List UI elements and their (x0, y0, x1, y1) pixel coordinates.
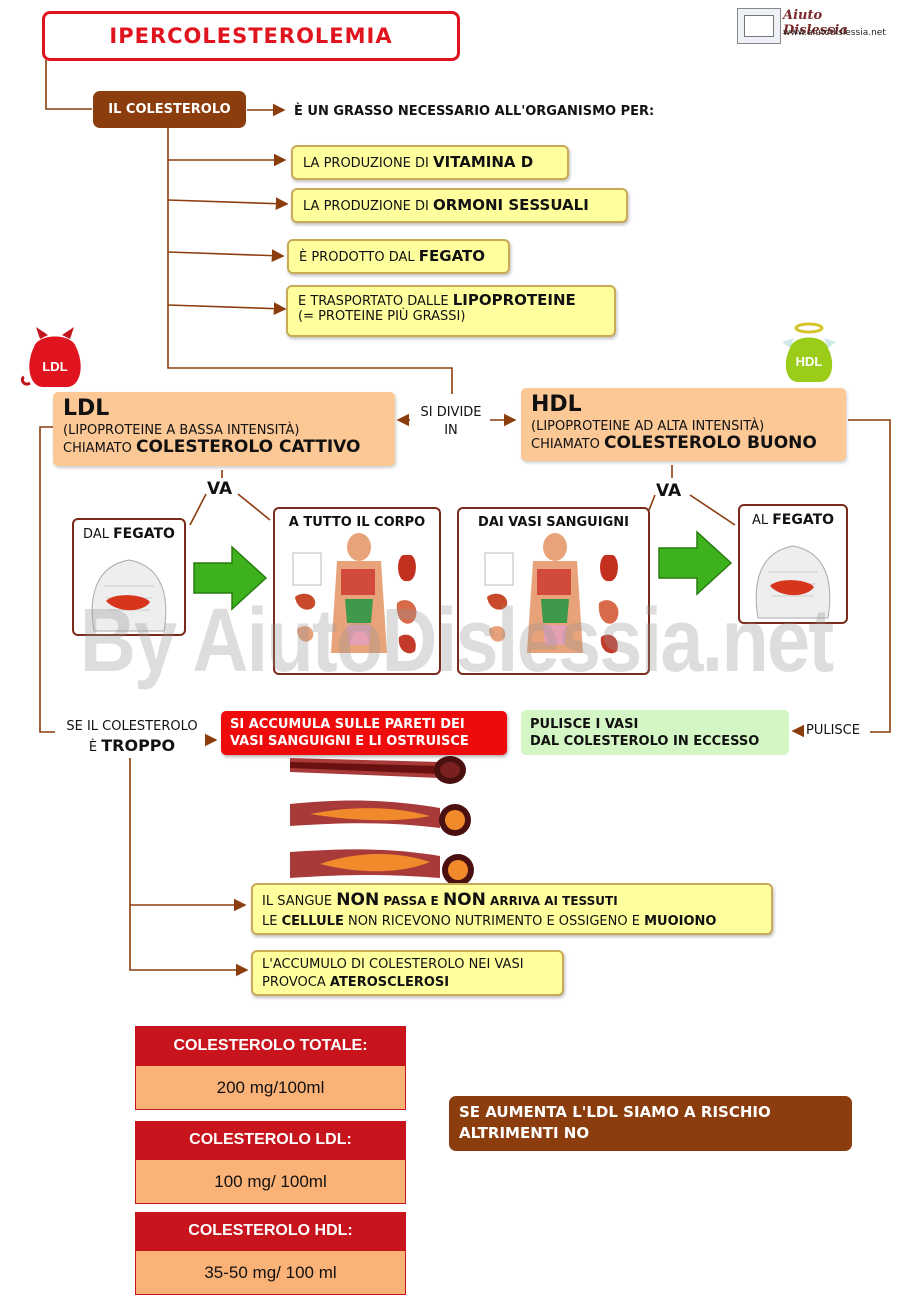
ldl-called-bold: COLESTEROLO CATTIVO (136, 437, 361, 457)
hdl-called-bold: COLESTEROLO BUONO (604, 433, 817, 453)
fact-vitamina-d: LA PRODUZIONE DI VITAMINA D (291, 145, 569, 180)
ldl-green-arrow-icon (193, 545, 268, 611)
fact-fegato: È PRODOTTO DAL FEGATO (287, 239, 510, 274)
stat-totale-label: COLESTEROLO TOTALE: (135, 1026, 406, 1065)
hdl-subtitle: (LIPOPROTEINE AD ALTA INTENSITÀ) (531, 419, 765, 434)
ldl-from-liver-box: DAL FEGATO (72, 518, 186, 636)
fact-text: E TRASPORTATO DALLE (298, 294, 453, 309)
sangue-bold: NON (442, 890, 486, 910)
pulisce-box: PULISCE I VASI DAL COLESTEROLO IN ECCESS… (521, 710, 789, 755)
divide-line2: IN (444, 423, 458, 438)
ldl-from-bold: FEGATO (113, 526, 175, 542)
colesterolo-definition: È UN GRASSO NECESSARIO ALL'ORGANISMO PER… (294, 104, 655, 119)
fact-text: LA PRODUZIONE DI (303, 199, 433, 214)
ldl-called: CHIAMATO (63, 441, 136, 456)
colesterolo-box: IL COLESTEROLO (93, 91, 246, 128)
stat-hdl-value: 35-50 mg/ 100 ml (135, 1250, 406, 1295)
stat-ldl-label: COLESTEROLO LDL: (135, 1121, 406, 1159)
accumula-line2: VASI SANGUIGNI E LI OSTRUISCE (230, 734, 469, 749)
hdl-to-prefix: AL (751, 513, 773, 528)
divide-line1: SI DIVIDE (420, 405, 482, 420)
troppo-label: SE IL COLESTEROLO È TROPPO (56, 717, 208, 757)
hdl-called: CHIAMATO (531, 437, 604, 452)
fact-bold: ORMONI SESSUALI (433, 196, 589, 214)
accumulo-bold: ATEROSCLEROSI (329, 975, 450, 990)
sangue-bold: CELLULE (281, 914, 344, 929)
liver-torso-icon (755, 545, 831, 619)
troppo-line1: SE IL COLESTEROLO (66, 719, 198, 734)
si-divide-label: SI DIVIDE IN (410, 404, 492, 440)
sangue-box: IL SANGUE NON PASSA E NON ARRIVA AI TESS… (251, 883, 773, 935)
hdl-title: HDL (531, 392, 582, 417)
logo-brand: Aiuto Dislessia (783, 8, 848, 38)
hdl-to-liver-box: AL FEGATO (738, 504, 848, 624)
hdl-from-label: DAI VASI SANGUIGNI (478, 515, 629, 530)
stat-totale-value: 200 mg/100ml (135, 1065, 406, 1110)
watermark: By AiutoDislessia.net (80, 591, 834, 691)
ldl-box: LDL (LIPOPROTEINE A BASSA INTENSITÀ) CHI… (53, 392, 395, 466)
ldl-subtitle: (LIPOPROTEINE A BASSA INTENSITÀ) (63, 423, 300, 438)
body-organs-icon (484, 533, 619, 654)
hdl-va-label: VA (656, 481, 682, 501)
site-logo: Aiuto Dislessia www.aiutodislessia.net (737, 8, 889, 44)
hdl-green-arrow-icon (658, 530, 733, 596)
fact-ormoni: LA PRODUZIONE DI ORMONI SESSUALI (291, 188, 628, 223)
risk-box: SE AUMENTA L'LDL SIAMO A RISCHIO ALTRIME… (449, 1096, 852, 1151)
sangue-bold: MUOIONO (644, 914, 717, 929)
accumula-box: SI ACCUMULA SULLE PARETI DEI VASI SANGUI… (221, 711, 507, 755)
accumulo-line1: L'ACCUMULO DI COLESTEROLO NEI VASI (262, 957, 524, 972)
ldl-title: LDL (63, 396, 110, 421)
book-icon (737, 8, 781, 44)
page-title-box: IPERCOLESTEROLEMIA (42, 11, 460, 61)
stat-hdl-label: COLESTEROLO HDL: (135, 1212, 406, 1250)
fact-lipoproteine: E TRASPORTATO DALLE LIPOPROTEINE (= PROT… (286, 285, 616, 337)
page-title: IPERCOLESTEROLEMIA (109, 24, 393, 48)
liver-torso-icon (91, 559, 167, 632)
ldl-va-label: VA (207, 479, 233, 499)
pulisce-line2: DAL COLESTEROLO IN ECCESSO (530, 734, 760, 749)
sangue-text: PASSA E (379, 894, 443, 908)
hdl-badge-text: HDL (796, 354, 823, 369)
ldl-body-box: A TUTTO IL CORPO (273, 507, 441, 675)
pulisce-line1: PULISCE I VASI (530, 717, 639, 732)
accumulo-box: L'ACCUMULO DI COLESTEROLO NEI VASI PROVO… (251, 950, 564, 996)
hdl-angel-icon: HDL (774, 318, 844, 386)
fact-bold: FEGATO (418, 247, 485, 265)
accumulo-prefix: PROVOCA (262, 975, 330, 990)
fact-text: È PRODOTTO DAL (299, 250, 419, 265)
logo-url: www.aiutodislessia.net (783, 28, 886, 38)
ldl-badge-text: LDL (42, 359, 67, 374)
fact-text: LA PRODUZIONE DI (303, 156, 433, 171)
troppo-bold: TROPPO (101, 736, 176, 755)
sangue-bold: NON (336, 890, 380, 910)
ldl-devil-icon: LDL (18, 325, 90, 393)
fact-line2: (= PROTEINE PIÙ GRASSI) (298, 309, 466, 324)
fact-bold: VITAMINA D (433, 153, 534, 171)
sangue-text: LE (262, 914, 282, 929)
risk-line2: ALTRIMENTI NO (459, 1124, 590, 1142)
sangue-text: NON RICEVONO NUTRIMENTO E OSSIGENO E (343, 914, 645, 929)
hdl-box: HDL (LIPOPROTEINE AD ALTA INTENSITÀ) CHI… (521, 388, 846, 461)
stat-ldl-value: 100 mg/ 100ml (135, 1159, 406, 1204)
colesterolo-label: IL COLESTEROLO (108, 102, 231, 117)
fact-bold: LIPOPROTEINE (452, 291, 576, 309)
hdl-to-bold: FEGATO (772, 512, 835, 528)
troppo-prefix: È (88, 740, 102, 755)
sangue-text: ARRIVA AI TESSUTI (485, 894, 618, 908)
hdl-vessels-box: DAI VASI SANGUIGNI (457, 507, 650, 675)
blood-vessels-icon (290, 756, 474, 886)
body-organs-icon (292, 533, 417, 654)
ldl-to-label: A TUTTO IL CORPO (288, 515, 426, 530)
pulisce-label: PULISCE (806, 723, 860, 738)
accumula-line1: SI ACCUMULA SULLE PARETI DEI (230, 717, 465, 732)
ldl-from-prefix: DAL (83, 527, 114, 542)
sangue-text: IL SANGUE (262, 894, 337, 909)
risk-line1: SE AUMENTA L'LDL SIAMO A RISCHIO (459, 1103, 771, 1121)
